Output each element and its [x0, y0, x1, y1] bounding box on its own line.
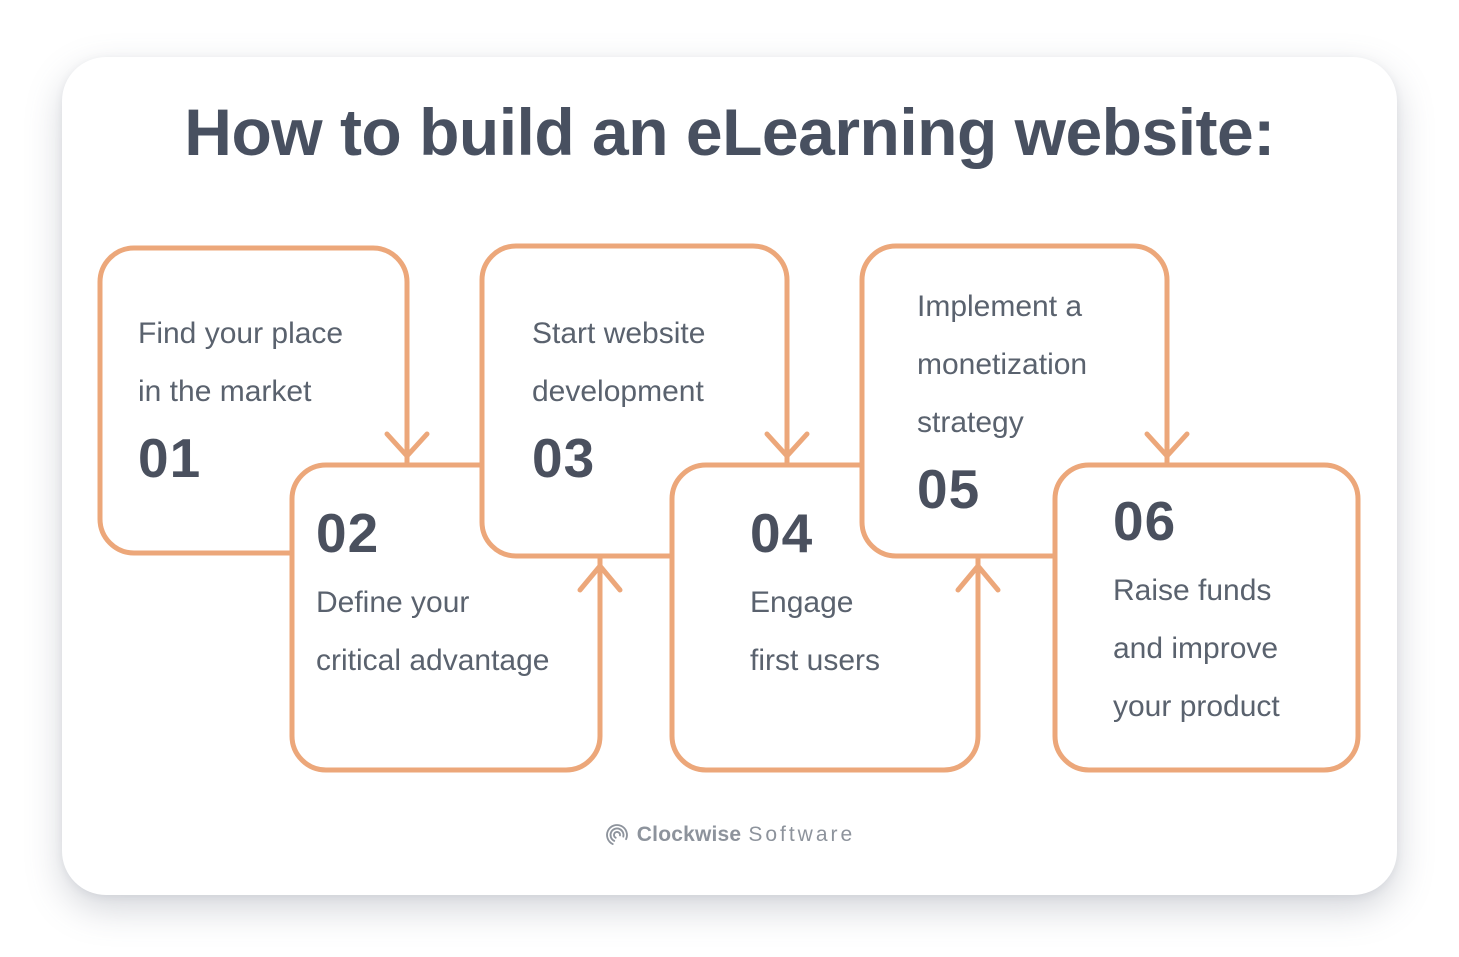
step-5: Implement a monetization strategy 05 — [917, 278, 1087, 520]
step-3-label-line-1: Start website — [532, 317, 706, 350]
step-2-number: 02 — [316, 502, 380, 564]
step-4-label-line-2: first users — [750, 644, 881, 677]
step-4-number: 04 — [750, 502, 814, 564]
step-6: 06 Raise funds and improve your product — [1113, 490, 1280, 736]
connector-4-5-arrow-up-icon — [955, 563, 1001, 593]
step-2: 02 Define your critical advantage — [316, 502, 549, 690]
page-title: How to build an eLearning website: — [184, 95, 1275, 169]
brand-logo: Clockwise Software — [0, 820, 1459, 850]
connector-2-3-arrow-up-icon — [577, 563, 623, 593]
step-1-label-line-2: in the market — [138, 375, 312, 408]
step-6-label-line-1: Raise funds — [1113, 574, 1272, 607]
connector-1-2-arrow-down-icon — [384, 431, 430, 459]
step-3-number: 03 — [532, 427, 596, 489]
brand-suffix: Software — [748, 823, 856, 846]
step-4-label-line-1: Engage — [750, 586, 854, 619]
step-5-label-line-3: strategy — [917, 406, 1024, 439]
step-4: 04 Engage first users — [750, 502, 880, 690]
step-2-label-line-1: Define your — [316, 586, 470, 619]
brand-name: Clockwise — [636, 823, 742, 846]
clockwise-icon — [605, 824, 628, 846]
step-5-label-line-2: monetization — [917, 348, 1088, 381]
step-3: Start website development 03 — [532, 305, 705, 489]
step-6-box — [1052, 462, 1361, 773]
step-5-label-line-1: Implement a — [917, 290, 1083, 323]
step-2-label-line-2: critical advantage — [316, 644, 550, 677]
step-6-label-line-3: your product — [1113, 690, 1280, 723]
step-1-number: 01 — [138, 427, 202, 489]
step-5-number: 05 — [917, 458, 981, 520]
connector-5-6-arrow-down-icon — [1144, 431, 1190, 459]
step-3-label-line-2: development — [532, 375, 704, 408]
step-6-label-line-2: and improve — [1113, 632, 1279, 665]
step-6-number: 06 — [1113, 490, 1177, 552]
step-1: Find your place in the market 01 — [138, 305, 343, 489]
connector-3-4-arrow-down-icon — [764, 431, 810, 459]
step-1-label-line-1: Find your place — [138, 317, 344, 350]
